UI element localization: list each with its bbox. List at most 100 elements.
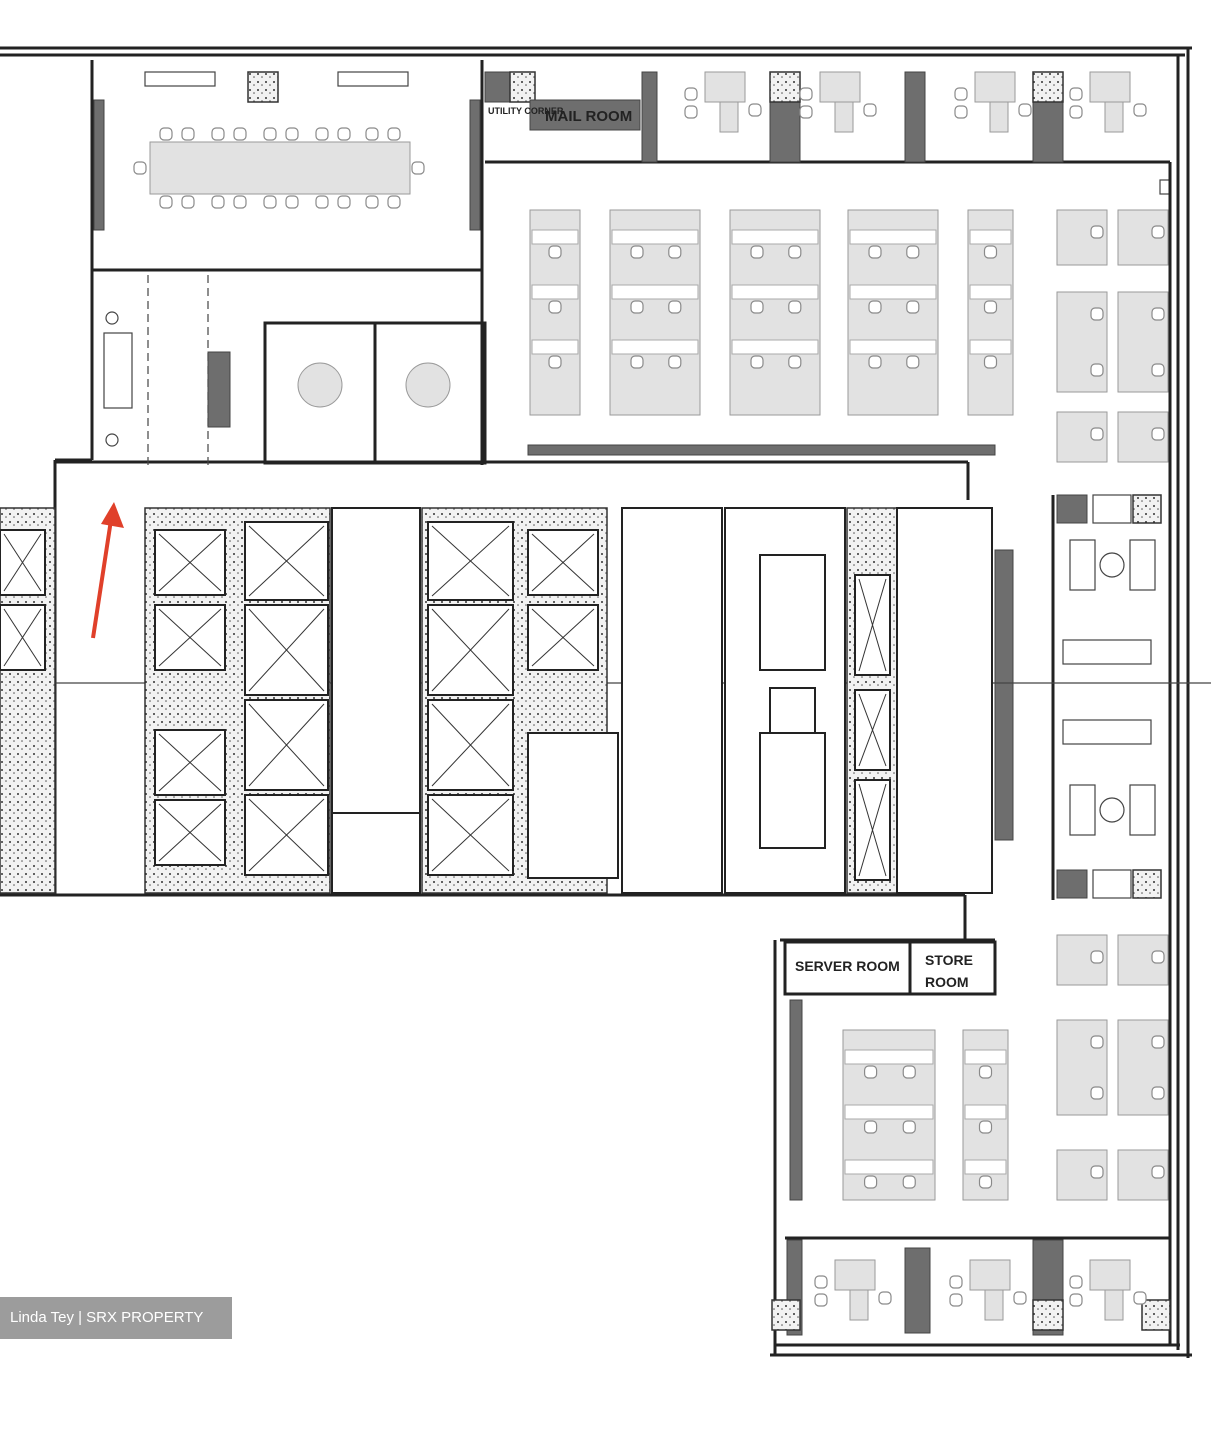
chair (684, 105, 698, 119)
chair (159, 195, 173, 209)
desk-divider (611, 339, 699, 355)
lift-cross (248, 608, 325, 692)
chair (978, 1120, 993, 1134)
chair (1090, 363, 1104, 377)
lift-cross (158, 533, 222, 592)
offices-top-strip: UTILITY CORNER MAIL ROOM (484, 71, 1171, 195)
lift-cross (531, 533, 595, 592)
chair (906, 355, 920, 369)
chair (1151, 225, 1165, 239)
chair (878, 1291, 892, 1305)
chair (233, 127, 247, 141)
chair (337, 195, 351, 209)
chair (1069, 87, 1083, 101)
chair (1151, 363, 1165, 377)
chair (954, 105, 968, 119)
watermark: Linda Tey | SRX PROPERTY (0, 1297, 232, 1339)
desk-divider (731, 339, 819, 355)
desk-divider (731, 229, 819, 245)
chair (285, 195, 299, 209)
chair (868, 355, 882, 369)
chair (863, 1065, 878, 1079)
chair (983, 355, 998, 369)
lift-cross (531, 608, 595, 667)
chair (1090, 427, 1104, 441)
chair (211, 195, 225, 209)
chair (983, 300, 998, 314)
chair (1151, 427, 1165, 441)
chair (133, 161, 147, 175)
desk-divider (531, 339, 579, 355)
chair (954, 87, 968, 101)
chair (978, 1065, 993, 1079)
chair (1090, 950, 1104, 964)
lift-cross (248, 525, 325, 597)
chair (863, 1175, 878, 1189)
chair (788, 245, 802, 259)
chair (750, 300, 764, 314)
chair (1018, 103, 1032, 117)
chair (949, 1275, 963, 1289)
store-room-label-line2: ROOM (925, 974, 969, 990)
server-store-rooms: SERVER ROOM STORE ROOM (783, 940, 997, 1201)
lift-cross (858, 578, 887, 672)
chair (337, 127, 351, 141)
chair (906, 245, 920, 259)
chair (1133, 1291, 1147, 1305)
chair (902, 1175, 916, 1189)
chair (630, 355, 644, 369)
desk-divider (969, 284, 1012, 300)
desk-divider (849, 284, 937, 300)
chair (285, 127, 299, 141)
chair (668, 355, 682, 369)
office-desk (1089, 71, 1131, 103)
chair (263, 195, 277, 209)
lift-cross (3, 608, 42, 667)
staff-workstations (529, 209, 1014, 416)
chair (315, 127, 329, 141)
office-desk (834, 101, 854, 133)
lift-cross (431, 525, 510, 597)
chair (263, 127, 277, 141)
chair (1090, 1035, 1104, 1049)
chair (863, 1120, 878, 1134)
direction-arrow (91, 502, 124, 639)
chair (315, 195, 329, 209)
reception-area (103, 275, 487, 465)
chair (668, 245, 682, 259)
chair (1151, 1165, 1165, 1179)
office-desk (974, 71, 1016, 103)
mail-room-label: MAIL ROOM (545, 108, 632, 125)
manager-desk (1117, 1019, 1169, 1116)
offices-bottom-strip (771, 1236, 1171, 1336)
desk-divider (844, 1159, 934, 1175)
office-desk (834, 1259, 876, 1291)
chair (1090, 1165, 1104, 1179)
office-desk (984, 1289, 1004, 1321)
partition-wall (527, 444, 996, 456)
manager-desk (1056, 1019, 1108, 1116)
desk-divider (849, 339, 937, 355)
lift-cross (431, 798, 510, 872)
desk-divider (611, 229, 699, 245)
office-desk (1104, 1289, 1124, 1321)
exterior-walls (0, 46, 1192, 1358)
desk-divider (969, 339, 1012, 355)
lift-cross (158, 608, 222, 667)
chair (233, 195, 247, 209)
chair (1090, 307, 1104, 321)
chair (1151, 1086, 1165, 1100)
desk-divider (969, 229, 1012, 245)
lift-shaft (0, 604, 46, 671)
chair (684, 87, 698, 101)
desk-divider (964, 1049, 1007, 1065)
office-desk (704, 71, 746, 103)
chair (365, 127, 379, 141)
utility-corner-label: UTILITY CORNER (488, 106, 564, 116)
managers-pool (1056, 209, 1169, 1201)
chair (902, 1065, 916, 1079)
chair (1090, 1086, 1104, 1100)
chair (868, 245, 882, 259)
server-room-label: SERVER ROOM (795, 958, 900, 974)
